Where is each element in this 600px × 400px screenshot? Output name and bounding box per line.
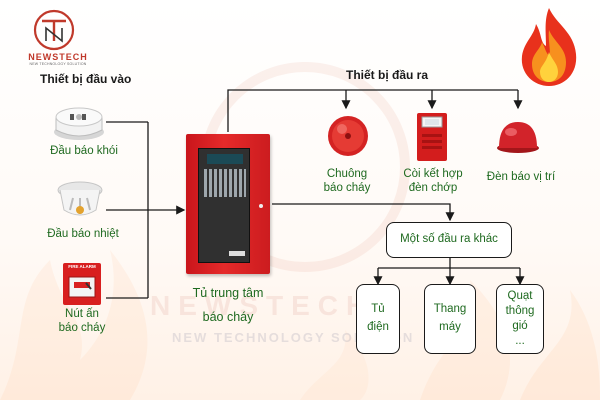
- other-output-label: máy: [439, 321, 461, 333]
- call-point-badge: FIRE ALARM: [68, 264, 96, 269]
- output-label-bell-1: Chuông: [326, 168, 368, 180]
- heat-detector-icon: [57, 181, 103, 216]
- input-label-heat: Đầu báo nhiệt: [47, 228, 119, 240]
- other-output-label: thông: [505, 305, 535, 318]
- output-devices-header: Thiết bị đầu ra: [346, 68, 429, 82]
- manual-call-point-icon: [63, 263, 101, 305]
- other-output-label: Tủ: [371, 303, 385, 316]
- smoke-detector-icon: [54, 107, 104, 140]
- brand-name: NEWSTECH: [28, 52, 88, 62]
- fire-icon: [521, 8, 577, 86]
- output-label-bell-2: báo cháy: [323, 182, 371, 194]
- input-devices-header: Thiết bị đầu vào: [40, 72, 132, 86]
- panel-label-line1: Tủ trung tâm: [192, 286, 264, 300]
- other-output-label: điện: [367, 321, 389, 333]
- fire-bell-icon: [328, 116, 368, 156]
- watermark-tagline: NEW TECHNOLOGY SOLUTION: [172, 330, 415, 345]
- input-label-call-point: Nút ấn báo cháy: [58, 308, 106, 335]
- other-output-ventilation-fan: Quạt thông gió ...: [496, 284, 544, 354]
- other-output-label: Quạt: [507, 290, 533, 303]
- newstech-logo-icon: [33, 9, 75, 51]
- other-output-label: ...: [515, 334, 525, 347]
- other-output-label: gió: [512, 320, 528, 332]
- other-output-label: Thang: [433, 303, 467, 316]
- panel-label-line2: báo cháy: [202, 310, 254, 324]
- other-output-electrical-cabinet: Tủ điện: [356, 284, 400, 354]
- brand-tagline: NEW TECHNOLOGY SOLUTION: [29, 62, 87, 66]
- output-label-strobe-1: Còi kết hợp: [403, 168, 463, 180]
- other-output-elevator: Thang máy: [424, 284, 476, 354]
- output-label-indicator: Đèn báo vị trí: [486, 171, 556, 183]
- horn-strobe-icon: [417, 113, 447, 161]
- input-label-smoke: Đầu báo khói: [50, 145, 118, 157]
- other-outputs-box: Một số đầu ra khác: [386, 222, 512, 258]
- other-outputs-title: Một số đầu ra khác: [400, 233, 498, 246]
- output-label-strobe-2: đèn chớp: [408, 182, 458, 194]
- watermark-brand: NEWSTECH: [150, 290, 375, 321]
- location-indicator-icon: [497, 122, 539, 153]
- fire-alarm-control-panel: [186, 134, 270, 274]
